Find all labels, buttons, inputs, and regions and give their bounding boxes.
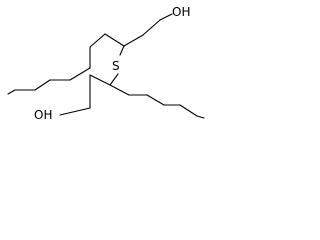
bond-c3-oh-upper: [159, 13, 173, 21]
structure-canvas: OH S OH: [7, 5, 205, 122]
bond-ch-chain-upper: [89, 33, 106, 48]
bond-c1-c2-upper: [123, 34, 144, 47]
bond-heptyl-upper-2: [69, 67, 91, 81]
hydroxyl-bottom-label: OH: [34, 108, 52, 122]
hydroxyl-top-label: OH: [172, 5, 190, 19]
bond-group: [7, 13, 205, 119]
bond-lower-c3-oh: [59, 107, 91, 116]
sulfur-label: S: [112, 59, 120, 73]
bond-heptyl-lower-1: [109, 84, 130, 96]
bond-heptyl-upper-6: [7, 89, 16, 95]
bond-heptyl-lower-6: [196, 115, 205, 119]
bond-heptyl-lower-5: [179, 104, 198, 117]
bond-heptyl-upper-4: [34, 79, 51, 91]
bond-c2-c3-upper: [142, 19, 161, 36]
bond-s-ch-lower: [109, 73, 119, 86]
bond-ch-s-upper: [104, 33, 125, 47]
molecule-structure-diagram: OH S OH: [0, 0, 207, 144]
bond-heptyl-lower-3: [146, 94, 165, 106]
bond-ch-lower-c2: [89, 74, 111, 86]
bond-ch-sulfur: [119, 45, 125, 56]
